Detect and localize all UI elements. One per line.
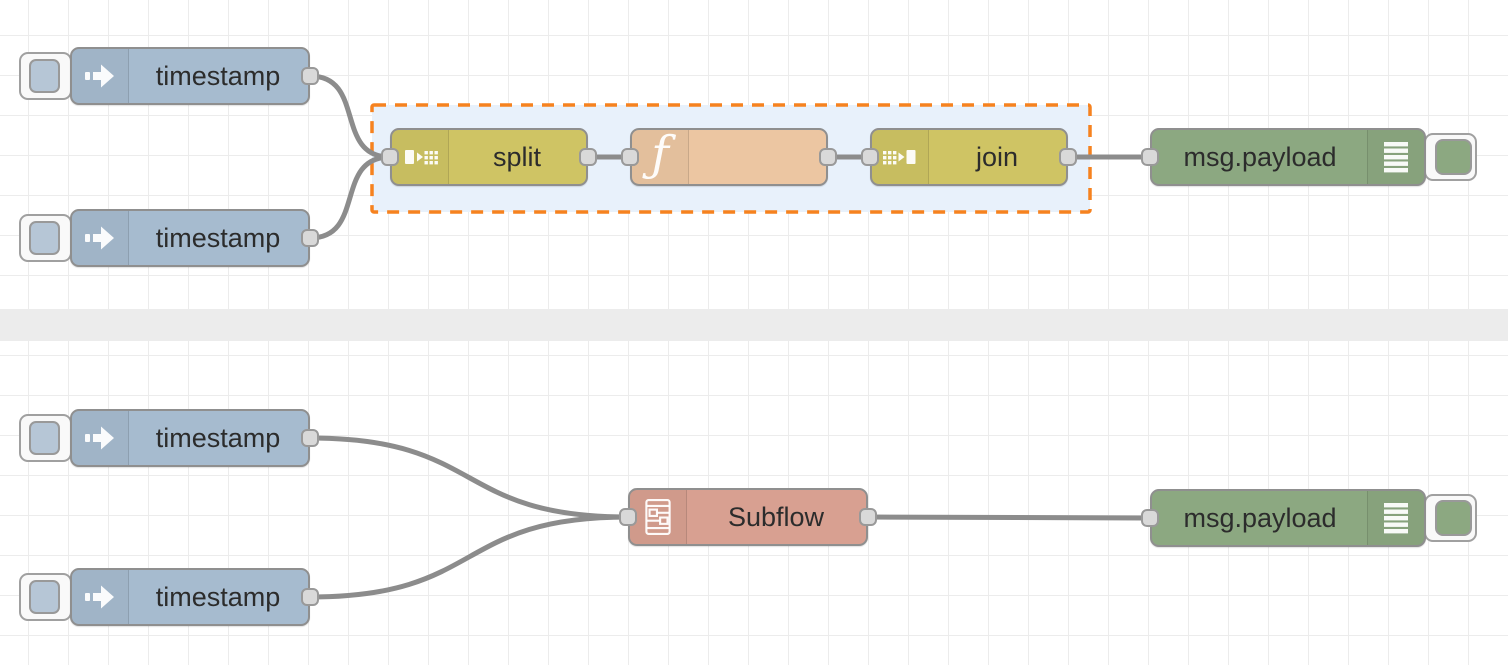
debug-icon bbox=[1384, 142, 1408, 173]
inject-icon bbox=[85, 226, 114, 250]
input-port[interactable] bbox=[1141, 509, 1159, 527]
inject-trigger-button[interactable] bbox=[29, 421, 60, 455]
node-join-1[interactable]: join bbox=[870, 128, 1068, 186]
node-icon-region bbox=[72, 570, 129, 624]
workspace-divider bbox=[0, 309, 1508, 341]
inject-trigger-button[interactable] bbox=[29, 580, 60, 614]
node-label bbox=[688, 130, 826, 184]
node-label: msg.payload bbox=[1183, 502, 1337, 533]
output-port[interactable] bbox=[859, 508, 877, 526]
input-port[interactable] bbox=[381, 148, 399, 166]
inject-icon bbox=[85, 426, 114, 450]
node-label: timestamp bbox=[155, 222, 281, 253]
node-inject-3[interactable]: timestamp bbox=[70, 409, 310, 467]
node-inject-2[interactable]: timestamp bbox=[70, 209, 310, 267]
output-port[interactable] bbox=[819, 148, 837, 166]
node-label: timestamp bbox=[155, 422, 281, 453]
join-icon bbox=[883, 150, 916, 165]
node-icon-region bbox=[1367, 130, 1424, 184]
input-port[interactable] bbox=[619, 508, 637, 526]
node-label: timestamp bbox=[155, 60, 281, 91]
node-icon-region bbox=[72, 49, 129, 103]
split-icon bbox=[405, 150, 438, 165]
inject-trigger-button[interactable] bbox=[29, 59, 60, 93]
inject-trigger-button[interactable] bbox=[29, 221, 60, 255]
node-icon-region bbox=[72, 211, 129, 265]
node-label: split bbox=[492, 141, 541, 172]
node-split-1[interactable]: split bbox=[390, 128, 588, 186]
output-port[interactable] bbox=[1059, 148, 1077, 166]
subflow-icon bbox=[645, 499, 671, 535]
node-subflow-1[interactable]: Subflow bbox=[628, 488, 868, 546]
node-icon-region bbox=[872, 130, 929, 184]
debug-toggle-button[interactable] bbox=[1435, 139, 1472, 175]
input-port[interactable] bbox=[1141, 148, 1159, 166]
function-icon: ƒ bbox=[651, 126, 669, 182]
wire[interactable] bbox=[865, 514, 1153, 521]
wire[interactable] bbox=[307, 514, 631, 600]
node-icon-region bbox=[392, 130, 449, 184]
output-port[interactable] bbox=[301, 67, 319, 85]
inject-icon bbox=[85, 585, 114, 609]
node-icon-region bbox=[630, 490, 687, 544]
debug-icon bbox=[1384, 503, 1408, 534]
node-label: join bbox=[975, 141, 1019, 172]
node-label: msg.payload bbox=[1183, 141, 1337, 172]
node-function-1[interactable]: ƒ bbox=[630, 128, 828, 186]
node-icon-region: ƒ bbox=[632, 130, 689, 184]
node-inject-4[interactable]: timestamp bbox=[70, 568, 310, 626]
node-label: timestamp bbox=[155, 581, 281, 612]
wire[interactable] bbox=[307, 435, 631, 520]
wire[interactable] bbox=[307, 154, 393, 241]
wire[interactable] bbox=[307, 73, 393, 160]
input-port[interactable] bbox=[861, 148, 879, 166]
output-port[interactable] bbox=[301, 429, 319, 447]
output-port[interactable] bbox=[301, 229, 319, 247]
node-debug-1[interactable]: msg.payload bbox=[1150, 128, 1426, 186]
output-port[interactable] bbox=[579, 148, 597, 166]
output-port[interactable] bbox=[301, 588, 319, 606]
node-inject-1[interactable]: timestamp bbox=[70, 47, 310, 105]
input-port[interactable] bbox=[621, 148, 639, 166]
node-icon-region bbox=[1367, 491, 1424, 545]
node-icon-region bbox=[72, 411, 129, 465]
debug-toggle-button[interactable] bbox=[1435, 500, 1472, 536]
node-debug-2[interactable]: msg.payload bbox=[1150, 489, 1426, 547]
inject-icon bbox=[85, 64, 114, 88]
node-label: Subflow bbox=[727, 501, 825, 532]
